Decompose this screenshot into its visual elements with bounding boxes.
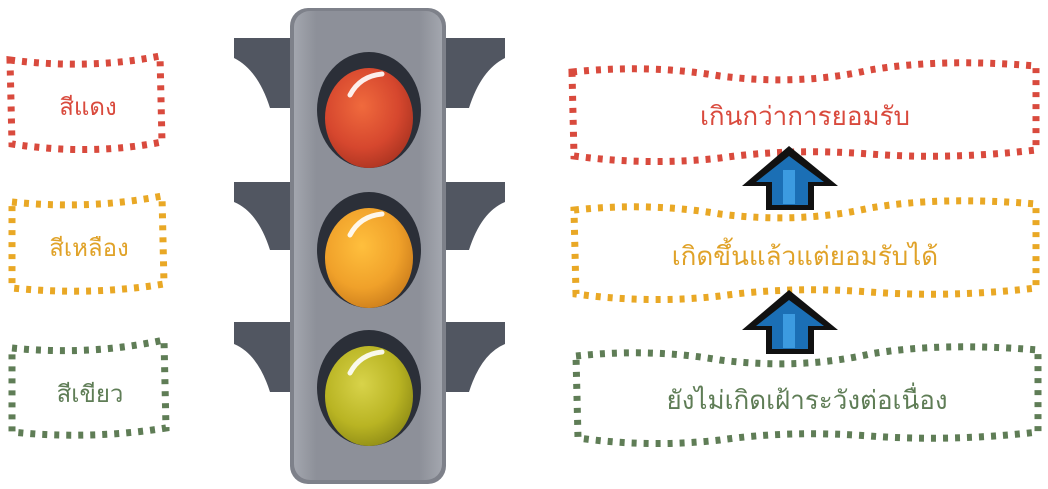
label-yellow: สีเหลือง <box>20 212 158 282</box>
risk-level-unacceptable: เกินกว่าการยอมรับ <box>590 80 1020 152</box>
amber-lamp <box>325 208 413 308</box>
red-lamp <box>325 68 413 168</box>
label-green: สีเขียว <box>20 358 160 428</box>
green-lamp <box>325 346 413 446</box>
label-red: สีแดง <box>20 72 156 140</box>
risk-level-monitor: ยังไม่เกิดเฝ้าระวังต่อเนื่อง <box>592 364 1022 436</box>
up-arrow-icon <box>742 290 838 354</box>
risk-level-acceptable: เกิดขึ้นแล้วแต่ยอมรับได้ <box>590 220 1020 292</box>
